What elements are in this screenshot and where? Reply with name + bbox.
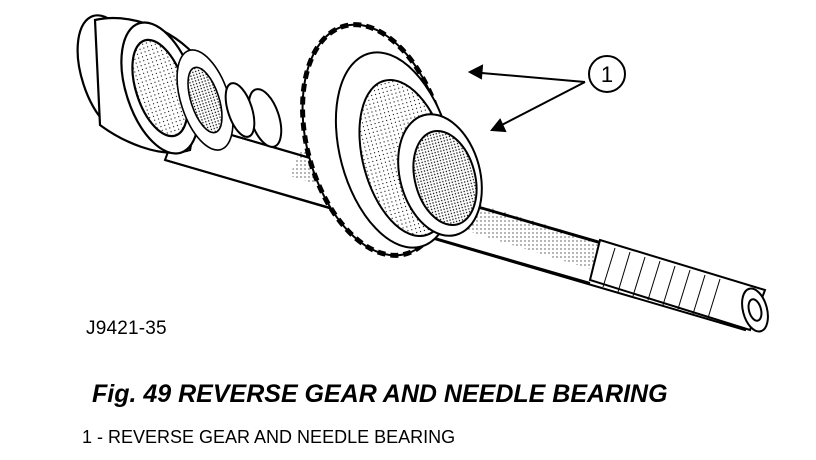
callout-marker: 1	[588, 55, 626, 93]
callout-number: 1	[601, 62, 613, 87]
left-bearing	[176, 49, 234, 151]
callout-legend-item: 1 - REVERSE GEAR AND NEEDLE BEARING	[82, 427, 456, 447]
shaft-assembly-illustration: 1	[76, 14, 769, 333]
needle-bearing	[397, 113, 483, 237]
left-hub	[76, 14, 207, 155]
callout-leaders	[467, 64, 586, 133]
splined-end	[588, 238, 769, 333]
figure-reference-id: J9421-35	[86, 318, 167, 339]
figure-caption: Fig. 49 REVERSE GEAR AND NEEDLE BEARING	[92, 380, 668, 408]
shaft-collar	[224, 82, 283, 148]
